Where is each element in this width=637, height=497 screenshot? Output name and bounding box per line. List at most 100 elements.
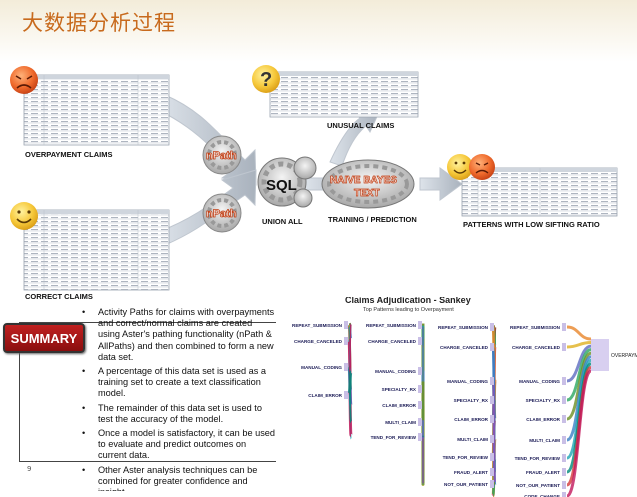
sankey-node [562, 492, 566, 497]
sankey-node [418, 401, 422, 409]
sankey-node-label: MANUAL_CODING [519, 379, 560, 384]
npath-gear-top: nPath [202, 135, 242, 175]
naive-bayes-line1: NAIVE BAYES [330, 175, 397, 186]
sankey-node-label: CODE_CHANGE [524, 494, 560, 497]
sankey-link [347, 370, 353, 396]
sankey-link-target [566, 351, 592, 421]
summary-bullet-4: Once a model is satisfactory, it can be … [80, 428, 276, 462]
sankey-node [490, 468, 494, 476]
sankey-node [562, 468, 566, 476]
sankey-nodes: REPEAT_SUBMISSION CHARGE_CANCELED MANUAL_C… [292, 321, 637, 497]
happy-face-icon [10, 202, 38, 230]
sankey-node-label: CHARGE_CANCELED [512, 345, 561, 350]
sankey-node-label: REPEAT_SUBMISSION [292, 323, 343, 328]
sankey-node [344, 337, 348, 345]
unusual-claims-label: UNUSUAL CLAIMS [327, 121, 394, 130]
sankey-node-label: CLAIM_ERROR [526, 417, 560, 422]
sankey-link-target [565, 369, 593, 497]
sankey-subtitle: Top Patterns leading to Overpayment [363, 307, 454, 313]
sankey-node-label: MANUAL_CODING [301, 365, 342, 370]
sankey-node [490, 453, 494, 461]
sankey-diagram: Claims Adjudication - Sankey Top Pattern… [292, 297, 637, 497]
sankey-node [344, 363, 348, 371]
sankey-node [418, 337, 422, 345]
summary-bullet-2: A percentage of this data set is used as… [80, 366, 276, 400]
sankey-node [418, 321, 422, 329]
page-number: 9 [27, 465, 32, 473]
npath-label-top: nPath [206, 150, 237, 162]
sankey-link-target [566, 348, 592, 402]
sankey-target-node [591, 339, 609, 371]
header-background [0, 0, 637, 62]
summary-bullet-5: Other Aster analysis techniques can be c… [80, 465, 276, 491]
sankey-node-label: MULTI_CLAIM [457, 437, 488, 442]
patterns-label: PATTERNS WITH LOW SIFTING RATIO [463, 220, 600, 229]
sankey-node [418, 418, 422, 426]
sankey-node-label: MULTI_CLAIM [385, 420, 416, 425]
sankey-node-label: CLAIM_ERROR [454, 417, 488, 422]
sankey-node [344, 321, 348, 329]
npath-gear-bottom: nPath [202, 193, 242, 233]
naive-bayes-line2: TEXT [354, 188, 380, 199]
sankey-node-label: NOT_OUR_PATIENT [516, 483, 560, 488]
question-mark: ? [260, 69, 272, 91]
summary-bullet-3: The remainder of this data set is used t… [80, 403, 276, 425]
sql-label: SQL [266, 177, 297, 194]
sankey-node [490, 435, 494, 443]
sankey-node [418, 385, 422, 393]
sankey-node [490, 323, 494, 331]
sankey-node [562, 436, 566, 444]
sankey-node-label: CHARGE_CANCELED [294, 339, 343, 344]
sankey-node [490, 377, 494, 385]
sankey-node-label: SPECIALTY_RX [526, 398, 561, 403]
correct-claims-label: CORRECT CLAIMS [25, 292, 93, 300]
sankey-node [562, 481, 566, 489]
sankey-node-label: REPEAT_SUBMISSION [366, 323, 417, 328]
sankey-link-target [566, 344, 592, 383]
sankey-node [562, 454, 566, 462]
npath-label-bottom: nPath [206, 208, 237, 220]
question-face-icon: ? [252, 65, 280, 93]
overpayment-claims-table [23, 74, 170, 146]
sankey-node-label: SPECIALTY_RX [454, 398, 489, 403]
sankey-node-label: TEND_FOR_REVIEW [515, 456, 561, 461]
summary-badge: SUMMARY [3, 323, 85, 353]
sankey-node [490, 343, 494, 351]
sankey-node [490, 396, 494, 404]
sankey-node-label: CHARGE_CANCELED [368, 339, 417, 344]
summary-bullets: Activity Paths for claims with overpayme… [80, 307, 276, 491]
sankey-node-label: REPEAT_SUBMISSION [438, 325, 489, 330]
sankey-node-label: CLAIM_ERROR [382, 403, 416, 408]
sankey-node-label: MULTI_CLAIM [529, 438, 560, 443]
naive-bayes-gears: NAIVE BAYES TEXT [321, 159, 415, 209]
sankey-title: Claims Adjudication - Sankey [345, 297, 471, 305]
mixed-faces-icon [447, 154, 495, 180]
correct-claims-table [23, 209, 170, 291]
sankey-node-label: TEND_FOR_REVIEW [371, 435, 417, 440]
sankey-node-label: FRAUD_ALERT [526, 470, 560, 475]
sankey-link-target [566, 325, 592, 341]
sankey-node-label: MANUAL_CODING [447, 379, 488, 384]
sankey-node [562, 323, 566, 331]
sankey-node-label: NOT_OUR_PATIENT [444, 482, 488, 487]
overpayment-claims-label: OVERPAYMENT CLAIMS [25, 150, 113, 159]
sankey-node [490, 415, 494, 423]
sankey-node-label: CLAIM_ERROR [308, 393, 342, 398]
sankey-node-label: REPEAT_SUBMISSION [510, 325, 561, 330]
sankey-node-label: MANUAL_CODING [375, 369, 416, 374]
sankey-node-label: FRAUD_ALERT [454, 470, 488, 475]
union-all-label: UNION ALL [262, 217, 303, 226]
process-diagram: OVERPAYMENT CLAIMS ? UNUSUAL CLAIMS PATT… [10, 65, 618, 300]
sankey-node [418, 367, 422, 375]
sankey-node [418, 433, 422, 441]
angry-face-icon [10, 66, 38, 94]
training-prediction-label: TRAINING / PREDICTION [328, 215, 417, 224]
sankey-target-label: OVERPAYMEN [611, 353, 637, 359]
sankey-node [490, 480, 494, 488]
page-title: 大数据分析过程 [22, 11, 176, 35]
sankey-node-label: TEND_FOR_REVIEW [443, 455, 489, 460]
summary-bullet-1: Activity Paths for claims with overpayme… [80, 307, 276, 363]
sankey-node [562, 396, 566, 404]
sankey-node [562, 415, 566, 423]
sankey-node [562, 377, 566, 385]
